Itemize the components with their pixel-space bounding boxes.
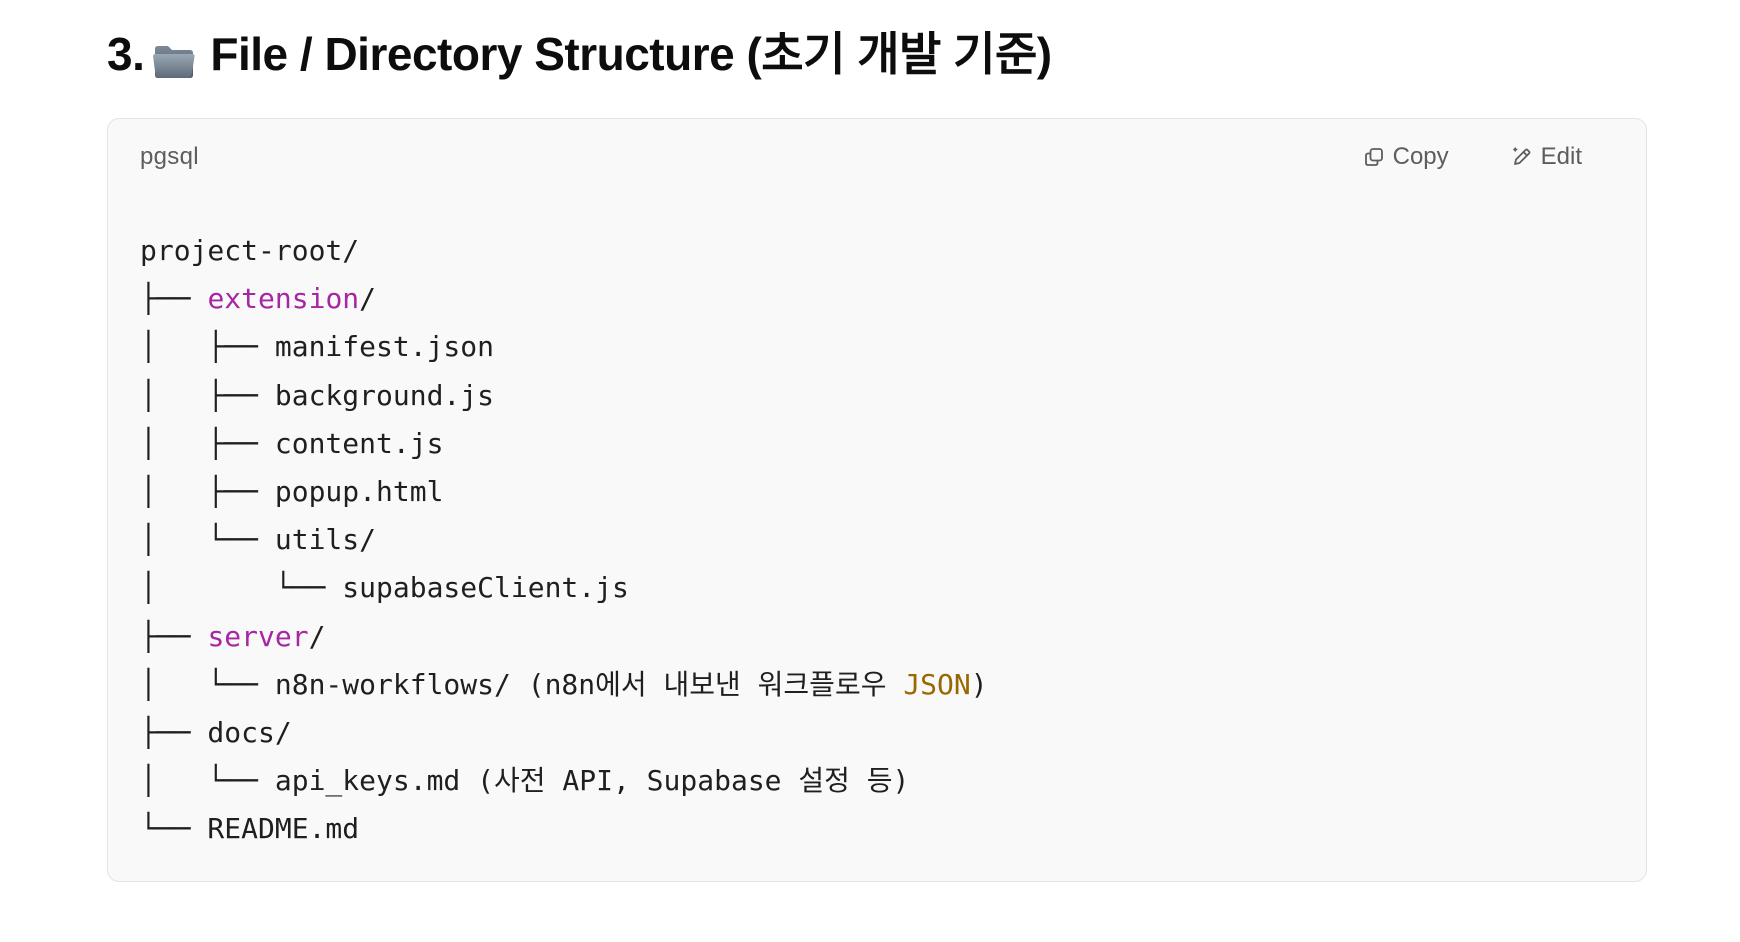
code-line: │ ├── background.js <box>140 372 1614 420</box>
code-block-header: pgsql Copy Ed <box>140 137 1614 177</box>
code-text: │ ├── manifest.json <box>140 330 495 364</box>
code-text: │ └── utils/ <box>140 523 377 557</box>
edit-label: Edit <box>1540 143 1582 170</box>
code-language-label: pgsql <box>140 143 199 170</box>
code-text: ) <box>970 667 988 701</box>
code-token-literal: JSON <box>903 667 971 701</box>
code-text: │ └── supabaseClient.js <box>140 571 629 605</box>
code-line: │ ├── manifest.json <box>140 323 1614 371</box>
code-text: ├── <box>140 619 208 653</box>
code-text: └── README.md <box>140 812 360 846</box>
edit-pencil-icon <box>1511 146 1533 168</box>
code-line: │ └── supabaseClient.js <box>140 564 1614 612</box>
code-text: │ ├── content.js <box>140 426 444 460</box>
code-line: │ ├── content.js <box>140 420 1614 468</box>
copy-button[interactable]: Copy <box>1363 143 1449 171</box>
code-block: pgsql Copy Ed <box>107 118 1647 882</box>
code-line: ├── docs/ <box>140 709 1614 757</box>
code-text: │ └── n8n-workflows/ (n8n에서 내보낸 워크플로우 <box>140 667 904 701</box>
code-line: │ ├── popup.html <box>140 468 1614 516</box>
code-text: │ ├── background.js <box>140 378 495 412</box>
code-block-actions: Copy Edit <box>1363 143 1582 171</box>
code-line: project-root/ <box>140 227 1614 275</box>
folder-icon <box>152 35 196 78</box>
code-text: / <box>308 619 326 653</box>
section-heading: 3. File / Directory Structure (초기 개발 기준) <box>107 24 1052 84</box>
code-line: ├── server/ <box>140 613 1614 661</box>
code-line: │ └── n8n-workflows/ (n8n에서 내보낸 워크플로우 JS… <box>140 661 1614 709</box>
code-text: project-root/ <box>140 234 360 267</box>
copy-icon <box>1363 146 1385 168</box>
code-line: │ └── utils/ <box>140 516 1614 564</box>
code-text: │ ├── popup.html <box>140 474 444 508</box>
code-line: └── README.md <box>140 805 1614 853</box>
code-token-keyword: extension <box>207 282 360 316</box>
section-number: 3. <box>107 28 145 80</box>
code-line: ├── extension/ <box>140 275 1614 323</box>
code-content: project-root/├── extension/│ ├── manifes… <box>140 227 1614 853</box>
code-token-keyword: server <box>207 619 309 653</box>
code-text: ├── <box>140 282 208 316</box>
code-text: │ └── api_keys.md (사전 API, Supabase 설정 등… <box>140 764 910 798</box>
code-text: / <box>359 282 377 316</box>
code-line: │ └── api_keys.md (사전 API, Supabase 설정 등… <box>140 757 1614 805</box>
edit-button[interactable]: Edit <box>1511 143 1582 171</box>
code-text: ├── docs/ <box>140 715 292 749</box>
section-title: File / Directory Structure (초기 개발 기준) <box>210 28 1052 80</box>
copy-label: Copy <box>1392 143 1449 170</box>
